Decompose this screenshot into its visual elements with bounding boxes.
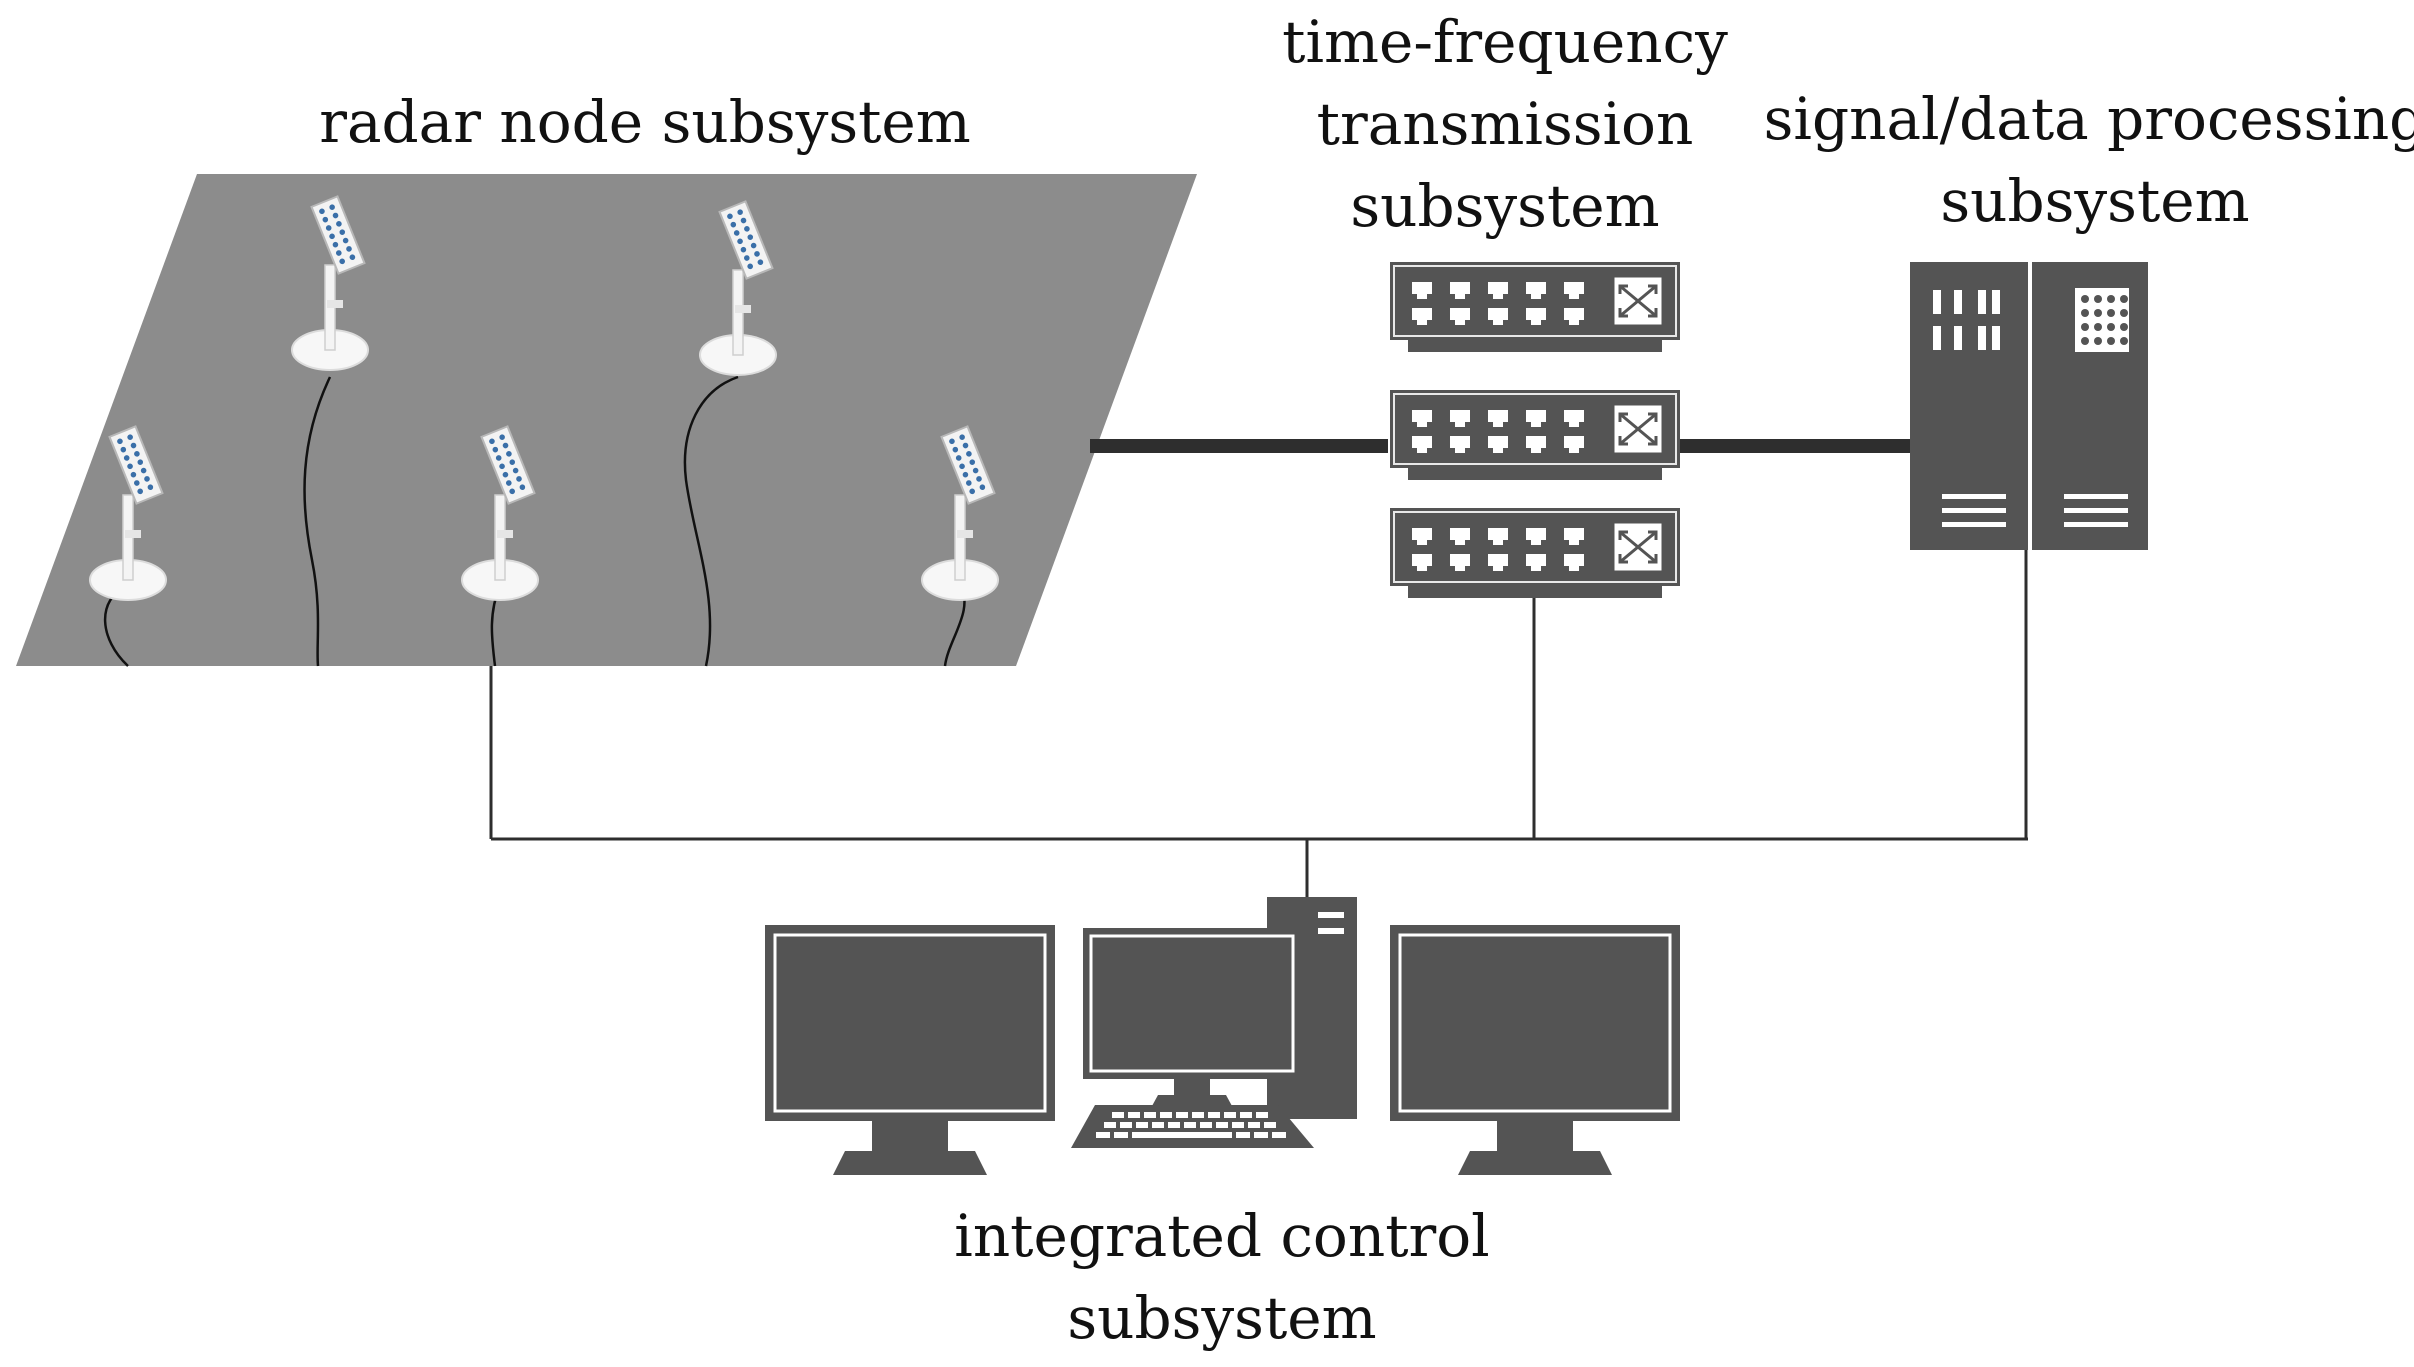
radar-node-label: radar node subsystem <box>319 88 971 156</box>
monitor-icon <box>763 923 1057 1177</box>
network-switch-icon <box>1388 388 1682 482</box>
signal-data-processing-subsystem: signal/data processing subsystem <box>1764 85 2414 550</box>
integrated-control-subsystem: integrated control subsystem <box>763 897 1682 1352</box>
center-monitor-icon <box>1083 928 1301 1106</box>
time-frequency-subsystem: time-frequency transmission subsystem <box>1282 8 1728 600</box>
time-frequency-label-line3: subsystem <box>1350 172 1659 240</box>
signal-processing-label-line1: signal/data processing <box>1764 85 2414 153</box>
time-frequency-label-line2: transmission <box>1317 90 1694 158</box>
keyboard-icon <box>1071 1105 1314 1148</box>
time-frequency-label-line1: time-frequency <box>1282 8 1728 76</box>
server-rack-icon <box>1910 262 2148 550</box>
integrated-control-label-line1: integrated control <box>954 1202 1489 1270</box>
connection-lines <box>489 439 2028 897</box>
integrated-control-label-line2: subsystem <box>1067 1284 1376 1352</box>
network-switch-icon <box>1388 506 1682 600</box>
monitor-icon <box>1388 923 1682 1177</box>
ground-plane <box>16 174 1197 666</box>
signal-processing-label-line2: subsystem <box>1940 167 2249 235</box>
network-switch-icon <box>1388 260 1682 354</box>
radar-node-subsystem: radar node subsystem <box>16 88 1197 667</box>
